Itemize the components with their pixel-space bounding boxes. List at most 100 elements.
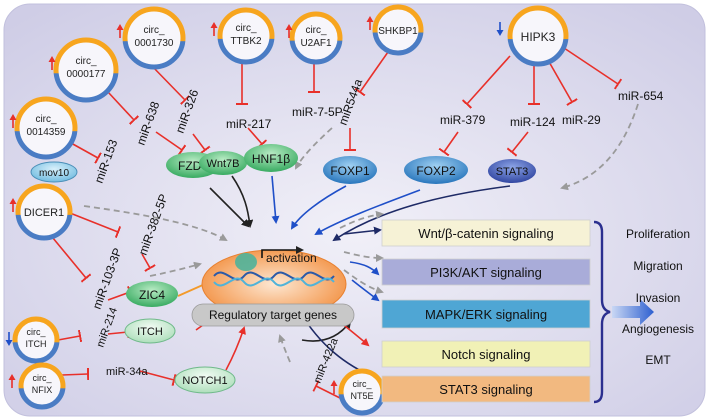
circ-nt5e-ring: circ_ NT5E [338,368,386,416]
dashed-arrows [83,103,639,363]
activation-arrow-icon [261,246,304,258]
pathway-box [381,299,591,329]
pathway-label: STAT3 signaling [439,382,532,397]
outcome-item: Migration [633,259,682,273]
wnt7b-label: Wnt7B [206,158,239,170]
up-arrow-icon [330,380,338,386]
stat3-pill: STAT3 [488,159,536,183]
circ-label-line1: circ_ [35,114,57,125]
pathway-mapk: MAPK/ERK signaling [381,299,591,329]
pathway-pi3k: PI3K/AKT signaling [381,258,591,286]
pathway-stat3: STAT3 signaling [381,375,591,403]
zic4-label: ZIC4 [139,288,165,302]
stat3-label: STAT3 [496,166,529,178]
dna-strand-icon [213,277,335,287]
mirna-label: miR-124 [510,115,556,129]
outcome-item: Invasion [636,291,681,305]
circ-hipk3-ring: HIPK3 [507,5,569,67]
mirna-label: miR-217 [226,117,272,131]
circ-label-line1: SHKBP1 [378,26,418,37]
outcome-item: Angiogenesis [622,322,694,336]
circ-0000177-ring: circ_ 0000177 [53,37,119,103]
regulatory-label: Regulatory target genes [209,308,337,322]
pathway-label: Wnt/β-catenin signaling [418,226,553,241]
down-arrow-icon [496,30,504,36]
pathway-box [381,219,591,247]
circ-itch-ring: circ_ ITCH [12,316,60,364]
hnf1b-pill: HNF1β [244,144,298,172]
circ-label-line2: NT5E [350,391,373,401]
mirna-labels: miR-638 miR-326 miR-153 miR-217 miR-7-5P… [90,77,664,385]
mov10-pill: mov10 [30,161,78,183]
circ-0001730-ring: circ_ 0001730 [122,6,186,70]
circ-label-line2: U2AF1 [300,38,332,49]
circ-label-line2: 0001730 [135,38,174,49]
pathway-label: PI3K/AKT signaling [430,265,542,280]
circ-dicer1-ring: DICER1 [15,183,73,241]
mirna-label: miR-379 [440,113,486,127]
pathway-notch: Notch signaling [381,340,591,368]
pathway-label: Notch signaling [442,347,531,362]
circ-label-line2: 0000177 [67,69,106,80]
itch-label: ITCH [137,326,163,338]
outcome-item: EMT [645,353,671,367]
regulatory-box [191,303,355,327]
circ-ttbk2-ring: circ_ TTBK2 [217,7,275,65]
circ-nfix-ring: circ_ NFIX [18,362,66,410]
notch1-pill: NOTCH1 [174,366,236,394]
up-arrow-icon [48,56,56,62]
expression-arrows [5,16,504,394]
circ-label-line1: circ_ [305,25,327,36]
circ-label-line2: NFIX [32,385,53,395]
foxp1-pill: FOXP1 [323,156,377,184]
itch-pill: ITCH [124,318,176,344]
down-arrow-icon [5,340,13,346]
polymerase-icon [235,253,257,271]
up-arrow-icon [9,114,17,120]
center-cell: activation Regulatory target genes [191,246,355,327]
circ-label-line1: circ_ [235,23,257,34]
mov10-label: mov10 [39,168,69,179]
pathway-box [381,375,591,403]
mirna-label: miR-34a [106,366,148,378]
up-arrow-icon [8,374,16,380]
circ-label-line1: circ_ [26,327,46,337]
outcome-list: Proliferation Migration Invasion Angioge… [622,227,694,367]
target-genes: mov10 FZD7 Wnt7B HNF1β FOXP1 FOXP2 STAT3 [30,144,536,394]
circ-0014359-ring: circ_ 0014359 [14,96,78,160]
foxp2-label: FOXP2 [416,164,456,178]
up-arrow-icon [116,24,124,30]
foxp2-pill: FOXP2 [404,156,468,184]
up-arrow-icon [366,16,374,22]
wnt7b-pill: Wnt7B [199,151,247,175]
hnf1b-label: HNF1β [252,152,290,166]
up-arrow-icon [210,22,218,28]
notch1-label: NOTCH1 [182,375,227,387]
circ-shkbp1-ring: SHKBP1 [372,4,424,56]
pathway-boxes: Wnt/β-catenin signaling PI3K/AKT signali… [381,219,591,403]
circ-label-line1: HIPK3 [521,30,556,44]
outcome-arrow-icon [612,299,654,325]
outcome-item: Proliferation [626,227,690,241]
circ-label-line1: circ_ [352,379,372,389]
up-arrow-icon [9,198,17,204]
circ-label-line1: DICER1 [24,207,64,219]
mirna-label: miR-7-5P [292,105,343,119]
circ-u2af1-ring: circ_ U2AF1 [289,11,343,65]
foxp1-label: FOXP1 [330,164,370,178]
circ-label-line1: circ_ [75,56,97,67]
mirna-label: miR-654 [618,89,664,103]
pathway-label: MAPK/ERK signaling [425,307,547,322]
zic4-pill: ZIC4 [126,281,178,307]
mirna-label: miR-29 [562,113,601,127]
activation-label: activation [266,251,317,265]
circrna-group: circ_ 0000177 circ_ 0001730 circ_ 001435… [12,4,569,416]
circ-label-line1: circ_ [143,25,165,36]
pathway-box [381,258,591,286]
pathway-bracket [593,220,611,404]
circ-label-line1: circ_ [32,373,52,383]
circ-label-line2: TTBK2 [230,36,262,47]
circ-label-line2: 0014359 [27,127,66,138]
